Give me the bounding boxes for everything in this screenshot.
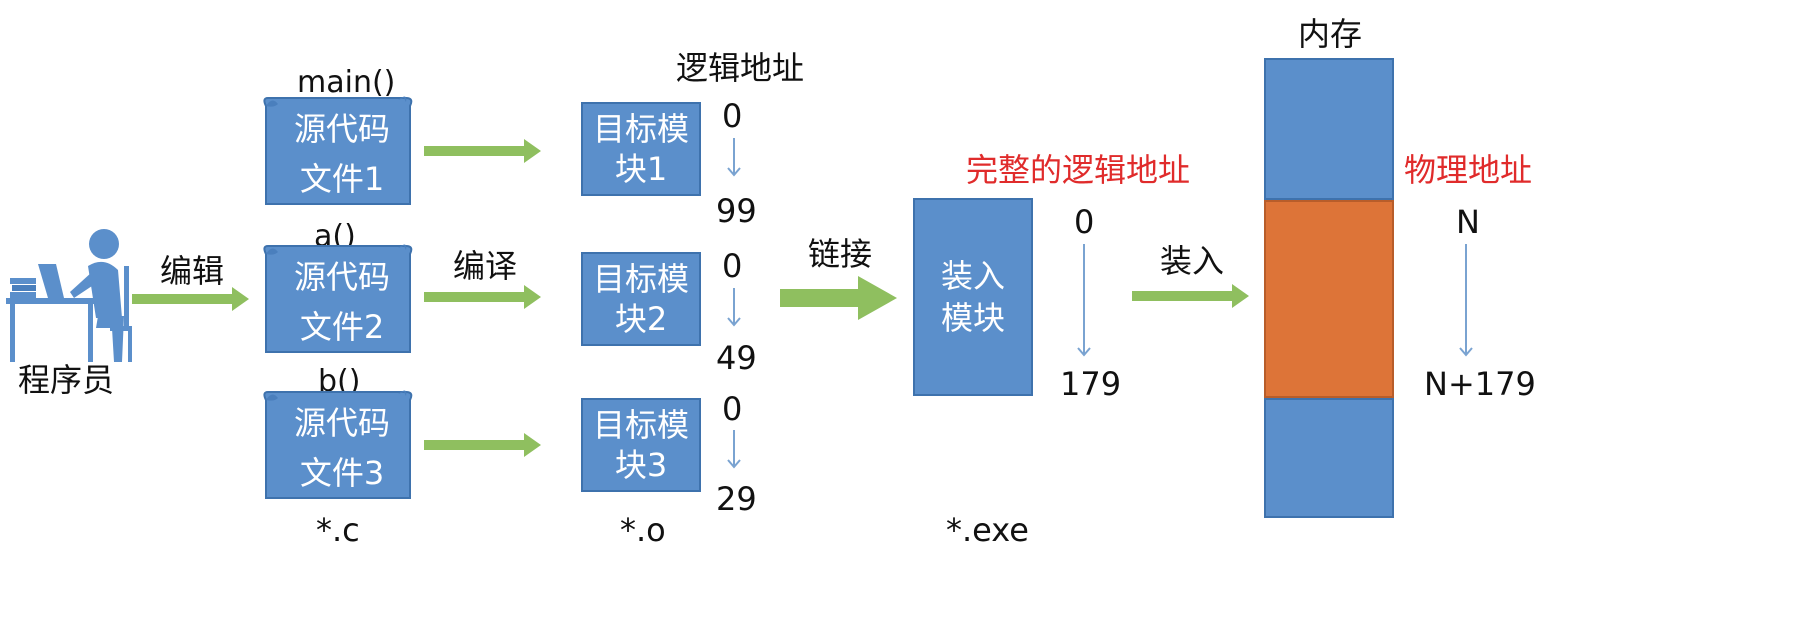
- module-3-start: 0: [722, 390, 743, 428]
- load-module-line1: 装入: [940, 257, 1005, 295]
- load-arrow: [1132, 283, 1250, 309]
- load-module-start: 0: [1074, 203, 1095, 241]
- object-extension: *.o: [620, 511, 666, 549]
- module-2-start: 0: [722, 247, 743, 285]
- load-module-end: 179: [1060, 365, 1122, 403]
- physical-address-down-arrow: [1456, 244, 1476, 364]
- source-file-3: 源代码文件3: [258, 386, 414, 528]
- module-1-down-arrow: [724, 138, 744, 182]
- object-module-2-line1: 目标模: [592, 260, 689, 298]
- complete-logical-address-label: 完整的逻辑地址: [966, 151, 1191, 189]
- object-module-1-line2: 块1: [614, 150, 668, 188]
- source-file-2: 源代码文件2: [258, 240, 414, 382]
- programmer-label: 程序员: [18, 361, 115, 399]
- function-main-label: main(): [297, 65, 396, 100]
- compile-label: 编译: [453, 247, 518, 285]
- source-file-1-line1: 源代码: [293, 110, 390, 148]
- physical-address-start: N: [1456, 203, 1480, 241]
- memory-block: [1264, 58, 1394, 518]
- edit-arrow: [132, 286, 250, 312]
- module-2-down-arrow: [724, 288, 744, 332]
- memory-title: 内存: [1298, 15, 1363, 53]
- source-extension: *.c: [316, 511, 360, 549]
- compile-arrow-1: [424, 138, 542, 164]
- module-1-end: 99: [716, 192, 757, 230]
- source-file-3-line2: 文件3: [299, 454, 385, 492]
- physical-address-end: N+179: [1424, 365, 1536, 403]
- link-label: 链接: [808, 235, 873, 273]
- programmer-icon: [4, 226, 144, 364]
- logical-address-header: 逻辑地址: [676, 49, 805, 87]
- source-file-1: 源代码文件1: [258, 92, 414, 234]
- module-2-end: 49: [716, 339, 757, 377]
- source-file-1-line2: 文件1: [299, 160, 385, 198]
- memory-segment-bottom: [1264, 398, 1394, 518]
- memory-segment-top: [1264, 58, 1394, 200]
- source-file-2-line2: 文件2: [299, 308, 385, 346]
- edit-label: 编辑: [160, 252, 225, 290]
- compile-arrow-2: [424, 284, 542, 310]
- exe-extension: *.exe: [946, 511, 1029, 549]
- link-arrow: [780, 275, 898, 321]
- memory-segment-loaded: [1264, 200, 1394, 398]
- module-3-end: 29: [716, 480, 757, 518]
- object-module-2: 目标模 块2: [581, 252, 701, 346]
- source-file-3-line1: 源代码: [293, 404, 390, 442]
- physical-address-label: 物理地址: [1404, 151, 1533, 189]
- object-module-3-line1: 目标模: [592, 406, 689, 444]
- object-module-3: 目标模 块3: [581, 398, 701, 492]
- module-1-start: 0: [722, 97, 743, 135]
- object-module-3-line2: 块3: [614, 446, 668, 484]
- module-3-down-arrow: [724, 430, 744, 474]
- compile-arrow-3: [424, 432, 542, 458]
- object-module-1: 目标模 块1: [581, 102, 701, 196]
- load-module-down-arrow: [1074, 244, 1094, 364]
- load-module: 装入 模块: [913, 198, 1033, 396]
- source-file-2-line1: 源代码: [293, 258, 390, 296]
- load-module-line2: 模块: [940, 299, 1005, 337]
- object-module-1-line1: 目标模: [592, 110, 689, 148]
- object-module-2-line2: 块2: [614, 300, 668, 338]
- load-label: 装入: [1160, 242, 1225, 280]
